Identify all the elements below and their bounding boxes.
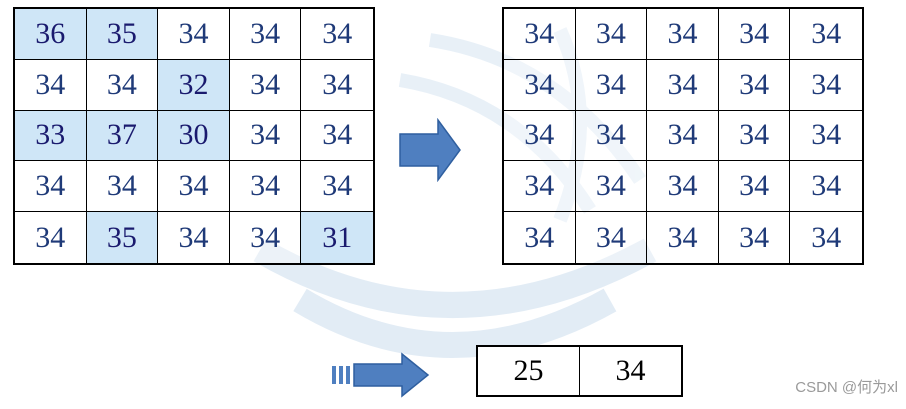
right_grid-cell: 34 <box>718 59 791 111</box>
right_grid-cell: 34 <box>790 60 862 111</box>
right_grid-cell: 34 <box>647 212 719 263</box>
right_grid-cell: 34 <box>575 161 648 213</box>
right_grid-cell: 34 <box>718 110 791 162</box>
left_grid-cell: 34 <box>229 110 302 162</box>
right_grid-cell: 34 <box>718 161 791 213</box>
left_grid-cell: 34 <box>301 111 373 162</box>
left_grid-cell: 34 <box>15 59 87 111</box>
left_grid-cell: 34 <box>301 60 373 111</box>
right_grid-cell: 34 <box>575 9 648 60</box>
result-cell-1: 25 <box>478 347 580 395</box>
left_grid-cell: 34 <box>230 212 302 263</box>
left_grid-cell: 34 <box>86 59 159 111</box>
left_grid-cell: 34 <box>229 161 302 213</box>
result-box: 25 34 <box>476 345 683 397</box>
left_grid-cell: 34 <box>229 59 302 111</box>
right_grid-cell: 34 <box>504 161 576 213</box>
left_grid-cell: 31 <box>301 212 373 263</box>
right_grid-cell: 34 <box>790 161 862 213</box>
right_grid-cell: 34 <box>811 220 842 254</box>
left_grid-cell: 34 <box>229 9 302 60</box>
right_grid-cell: 34 <box>504 59 576 111</box>
left_grid-cell: 34 <box>158 9 230 60</box>
left_grid-cell: 34 <box>15 212 87 263</box>
left_grid-cell: 34 <box>301 9 373 60</box>
right_grid-cell: 34 <box>576 212 648 263</box>
credit-text: CSDN @何为xl <box>795 379 898 396</box>
left_grid-cell: 30 <box>158 110 230 162</box>
left_grid-cell: 34 <box>158 161 230 213</box>
right_grid-cell: 34 <box>504 110 576 162</box>
left_grid-cell: 37 <box>86 110 159 162</box>
left_grid-cell: 34 <box>158 212 230 263</box>
left_grid-cell: 33 <box>15 110 87 162</box>
right_grid-cell: 34 <box>647 110 719 162</box>
right_grid-cell: 34 <box>504 212 576 263</box>
left_grid-cell: 36 <box>15 9 87 60</box>
left_grid-cell: 34 <box>301 161 373 213</box>
right_grid-cell: 34 <box>790 9 862 60</box>
right_grid-cell: 34 <box>790 111 862 162</box>
right_grid-cell: 34 <box>647 9 719 60</box>
right_grid-cell: 34 <box>575 110 648 162</box>
right_grid-cell: 34 <box>719 212 791 263</box>
right-arrow-icon <box>399 118 461 182</box>
striped-arrow-icon <box>332 352 430 398</box>
right_grid-cell: 34 <box>504 9 576 60</box>
left_grid-cell: 32 <box>158 59 230 111</box>
left_grid-cell: 35 <box>86 9 159 60</box>
left_grid-cell: 34 <box>86 161 159 213</box>
left_grid-cell: 35 <box>86 212 159 263</box>
left_grid-cell: 34 <box>15 161 87 213</box>
right_grid-cell: 34 <box>718 9 791 60</box>
right_grid-cell: 34 <box>647 59 719 111</box>
right_grid-cell: 34 <box>575 59 648 111</box>
result-cell-2: 34 <box>615 354 646 387</box>
right_grid-cell: 34 <box>647 161 719 213</box>
